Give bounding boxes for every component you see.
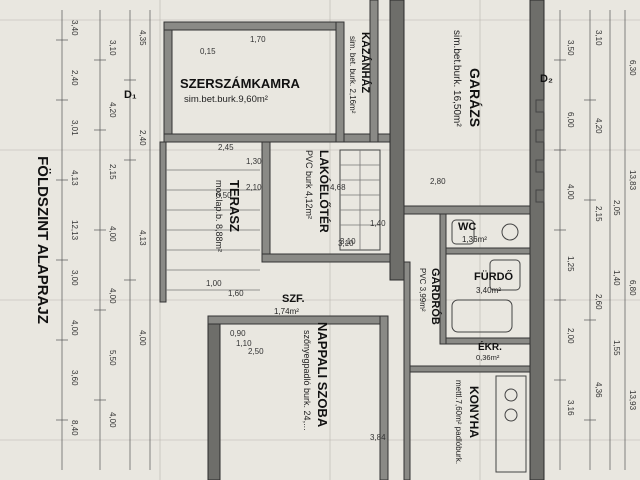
right-dim-b-1: 4,20 <box>594 118 603 134</box>
room-desc-wc: 1,36m² <box>462 235 487 244</box>
left-dim-b-1: 4,20 <box>108 102 117 118</box>
interior-dim-0: 2,45 <box>218 143 234 152</box>
left-dim-b-5: 5,50 <box>108 350 117 366</box>
right-dim-d-3: 13,93 <box>628 390 637 411</box>
dimension-labels: 3,40 2,40 3,01 4,13 12,13 3,00 4,00 3,60 8,40 3,1… <box>70 20 637 442</box>
room-desc-terasz: moz.lap.b. 8,88m² <box>214 180 224 252</box>
left-dim-a-2: 3,01 <box>70 120 79 136</box>
kitchen-fixtures <box>495 375 527 473</box>
interior-dim-12: 4,68 <box>330 183 346 192</box>
left-dim-a-8: 8,40 <box>70 420 79 436</box>
left-dim-b-6: 4,00 <box>108 412 117 428</box>
interior-dim-10: 3,84 <box>370 433 386 442</box>
right-dim-c-1: 1,40 <box>612 270 621 286</box>
right-dim-a-2: 4,00 <box>566 184 575 200</box>
right-dim-b-3: 2,60 <box>594 294 603 310</box>
right-dim-a-0: 3,50 <box>566 40 575 56</box>
interior-dim-6: 1,60 <box>228 289 244 298</box>
room-desc-nappali: szőnyegpadló burk. 24,... <box>302 330 312 431</box>
interior-dim-8: 1,10 <box>236 339 252 348</box>
marker-d1: D₁ <box>124 89 137 101</box>
left-dim-b-3: 4,00 <box>108 226 117 242</box>
left-dim-a-5: 3,00 <box>70 270 79 286</box>
interior-dim-2: 1,00 <box>206 279 222 288</box>
interior-dim-4: 0,50 <box>216 191 232 200</box>
left-dim-a-1: 2,40 <box>70 70 79 86</box>
left-dim-b-2: 2,15 <box>108 164 117 180</box>
interior-dim-14: 0,15 <box>200 47 216 56</box>
interior-dim-15: 1,70 <box>250 35 266 44</box>
left-dim-c-2: 4,13 <box>138 230 147 246</box>
room-desc-garazs: sim.bet.burk. 16,50m² <box>451 30 462 127</box>
room-name-gardrob: GARDRÓB <box>429 268 442 325</box>
left-dim-b-4: 4,00 <box>108 288 117 304</box>
right-dim-d-2: 6,80 <box>628 280 637 296</box>
room-name-kazanhaz: KAZÁNHÁZ <box>359 32 372 93</box>
room-name-szerszamkamra: SZERSZÁMKAMRA <box>180 76 300 91</box>
room-name-terasz: TERASZ <box>227 180 242 232</box>
room-name-wc: WC <box>458 221 476 233</box>
room-name-szf: SZF. <box>282 293 305 305</box>
left-dimension-lines <box>56 10 151 470</box>
interior-dim-5: 2,10 <box>246 183 262 192</box>
room-desc-konyha: mettl.7,60m² padlóburk. <box>454 380 463 464</box>
interior-dim-7: 0,90 <box>230 329 246 338</box>
right-dim-c-2: 1,55 <box>612 340 621 356</box>
room-name-furdo: FÜRDŐ <box>474 270 514 283</box>
left-dim-c-1: 2,40 <box>138 130 147 146</box>
left-dim-c-3: 4,00 <box>138 330 147 346</box>
bathroom-fixtures <box>451 219 521 333</box>
left-dim-b-0: 3,10 <box>108 40 117 56</box>
left-dim-a-7: 3,60 <box>70 370 79 386</box>
interior-dim-13: 1,40 <box>370 219 386 228</box>
left-dim-a-4: 12,13 <box>70 220 79 241</box>
room-name-nappali: NAPPALI SZOBA <box>315 322 330 428</box>
terrace-hatching <box>166 169 260 291</box>
room-desc-furdo: 3,40m² <box>476 286 501 295</box>
interior-dim-1: 1,30 <box>246 157 262 166</box>
interior-dim-16: 2,80 <box>430 177 446 186</box>
right-dim-a-3: 1,25 <box>566 256 575 272</box>
room-name-ekr: ÉKR. <box>478 340 502 353</box>
marker-d2: D₂ <box>540 73 553 85</box>
right-dim-d-0: 6,30 <box>628 60 637 76</box>
room-desc-ekr: 0,36m² <box>476 353 500 362</box>
right-dim-a-4: 2,00 <box>566 328 575 344</box>
room-desc-lakoeloter: PVC burk 4,12m² <box>304 150 314 219</box>
right-dim-c-0: 2,05 <box>612 200 621 216</box>
left-dim-a-3: 4,13 <box>70 170 79 186</box>
room-desc-kazanhaz: sim. bet. burk. 2,16m² <box>348 36 357 114</box>
right-dim-b-2: 2,15 <box>594 206 603 222</box>
right-dim-a-5: 3,16 <box>566 400 575 416</box>
walls <box>159 0 545 480</box>
right-dim-b-0: 3,10 <box>594 30 603 46</box>
right-dim-d-1: 13,83 <box>628 170 637 191</box>
room-name-konyha: KONYHA <box>467 386 481 438</box>
interior-dim-3: 3,10 <box>338 239 354 248</box>
left-dim-a-0: 3,40 <box>70 20 79 36</box>
left-dim-c-0: 4,35 <box>138 30 147 46</box>
room-desc-szerszamkamra: sim.bet.burk.9,60m² <box>184 94 268 105</box>
right-dim-b-4: 4,36 <box>594 382 603 398</box>
room-name-garazs: GARÁZS <box>467 68 483 127</box>
room-desc-szf: 1,74m² <box>274 307 299 316</box>
plan-title: FÖLDSZINT ALAPRAJZ <box>34 156 51 324</box>
staircase <box>339 149 381 251</box>
interior-dim-9: 2,50 <box>248 347 264 356</box>
left-dim-a-6: 4,00 <box>70 320 79 336</box>
room-desc-gardrob: PVC 3,99m² <box>418 268 427 312</box>
interior-dim-11: 3,10 <box>340 237 356 246</box>
right-dim-a-1: 6,00 <box>566 112 575 128</box>
right-dimension-lines <box>554 10 626 470</box>
garage-columns <box>535 99 545 203</box>
room-name-lakoeloter: LAKÓELŐTÉR <box>317 150 332 233</box>
